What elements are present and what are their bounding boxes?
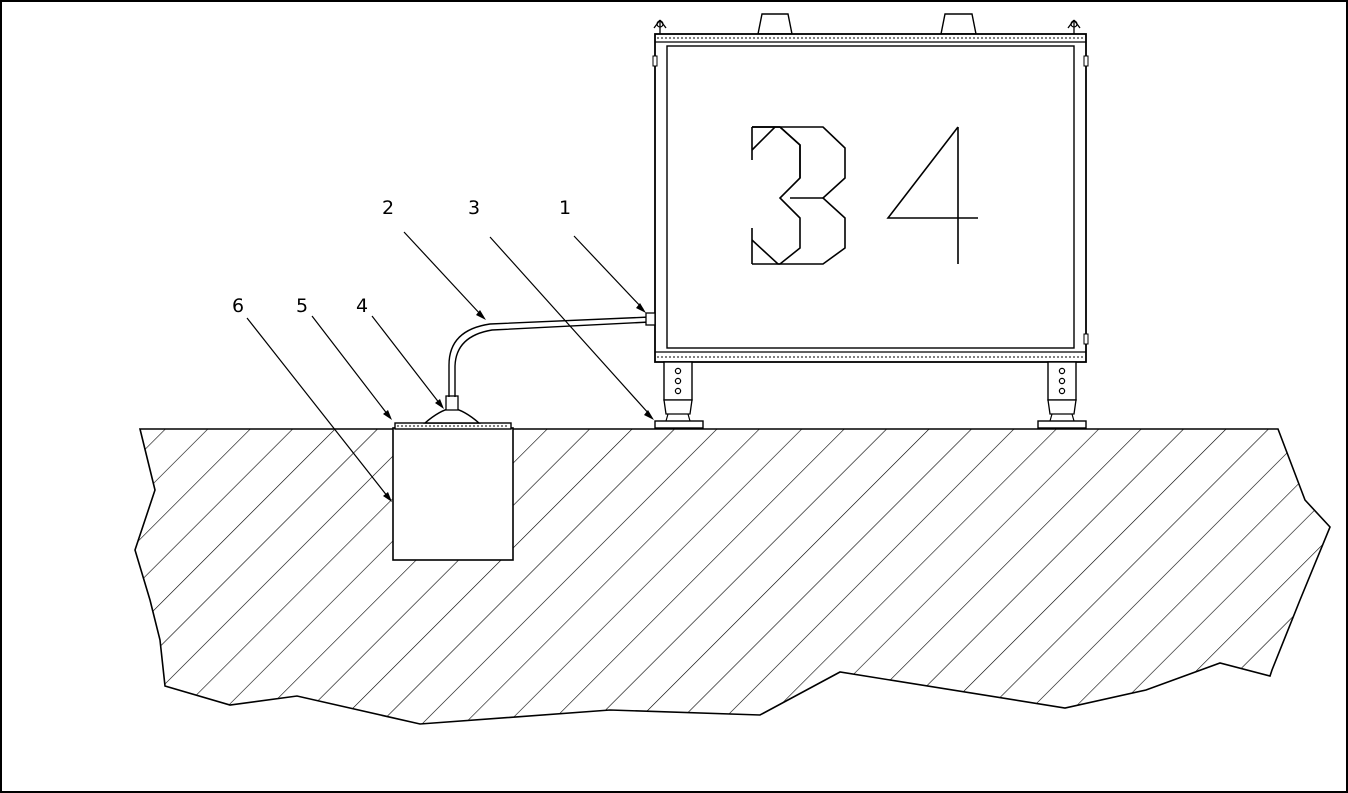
callout-labels: 1 2 3 4 5 6 — [232, 197, 571, 317]
top-lifting-lug-left — [757, 13, 793, 35]
ground-section — [134, 428, 1331, 725]
ground-outline — [134, 428, 1331, 725]
cabinet-front-panel — [666, 45, 1075, 349]
cable-connector — [645, 312, 656, 326]
cable — [448, 316, 651, 397]
wing-nut-left — [653, 19, 667, 34]
leader-lines — [246, 231, 654, 502]
cabinet-leg-right — [1037, 361, 1087, 429]
leader-line-3 — [489, 236, 651, 416]
leg-foot-right — [1037, 420, 1087, 429]
callout-2: 2 — [382, 197, 394, 219]
leader-line-6 — [246, 317, 389, 498]
ground-plate — [394, 422, 512, 430]
callout-1: 1 — [559, 197, 571, 219]
cabinet-number-digit-2 — [886, 126, 978, 219]
top-lifting-lug-right — [940, 13, 977, 35]
cabinet-number — [751, 126, 978, 265]
cabinet — [645, 13, 1089, 363]
leader-line-4 — [371, 315, 441, 405]
cabinet-leg-left — [654, 361, 704, 429]
leader-line-1 — [573, 235, 644, 310]
callout-5: 5 — [296, 295, 308, 317]
buried-box — [392, 427, 514, 561]
leader-line-5 — [311, 315, 389, 416]
callout-4: 4 — [356, 295, 368, 317]
leader-line-2 — [403, 231, 483, 317]
callout-6: 6 — [232, 295, 244, 317]
ground-hatching — [135, 429, 1330, 724]
callout-3: 3 — [468, 197, 480, 219]
cable-gland — [423, 395, 481, 424]
leg-foot-left — [654, 420, 704, 429]
wing-nut-right — [1067, 19, 1081, 34]
